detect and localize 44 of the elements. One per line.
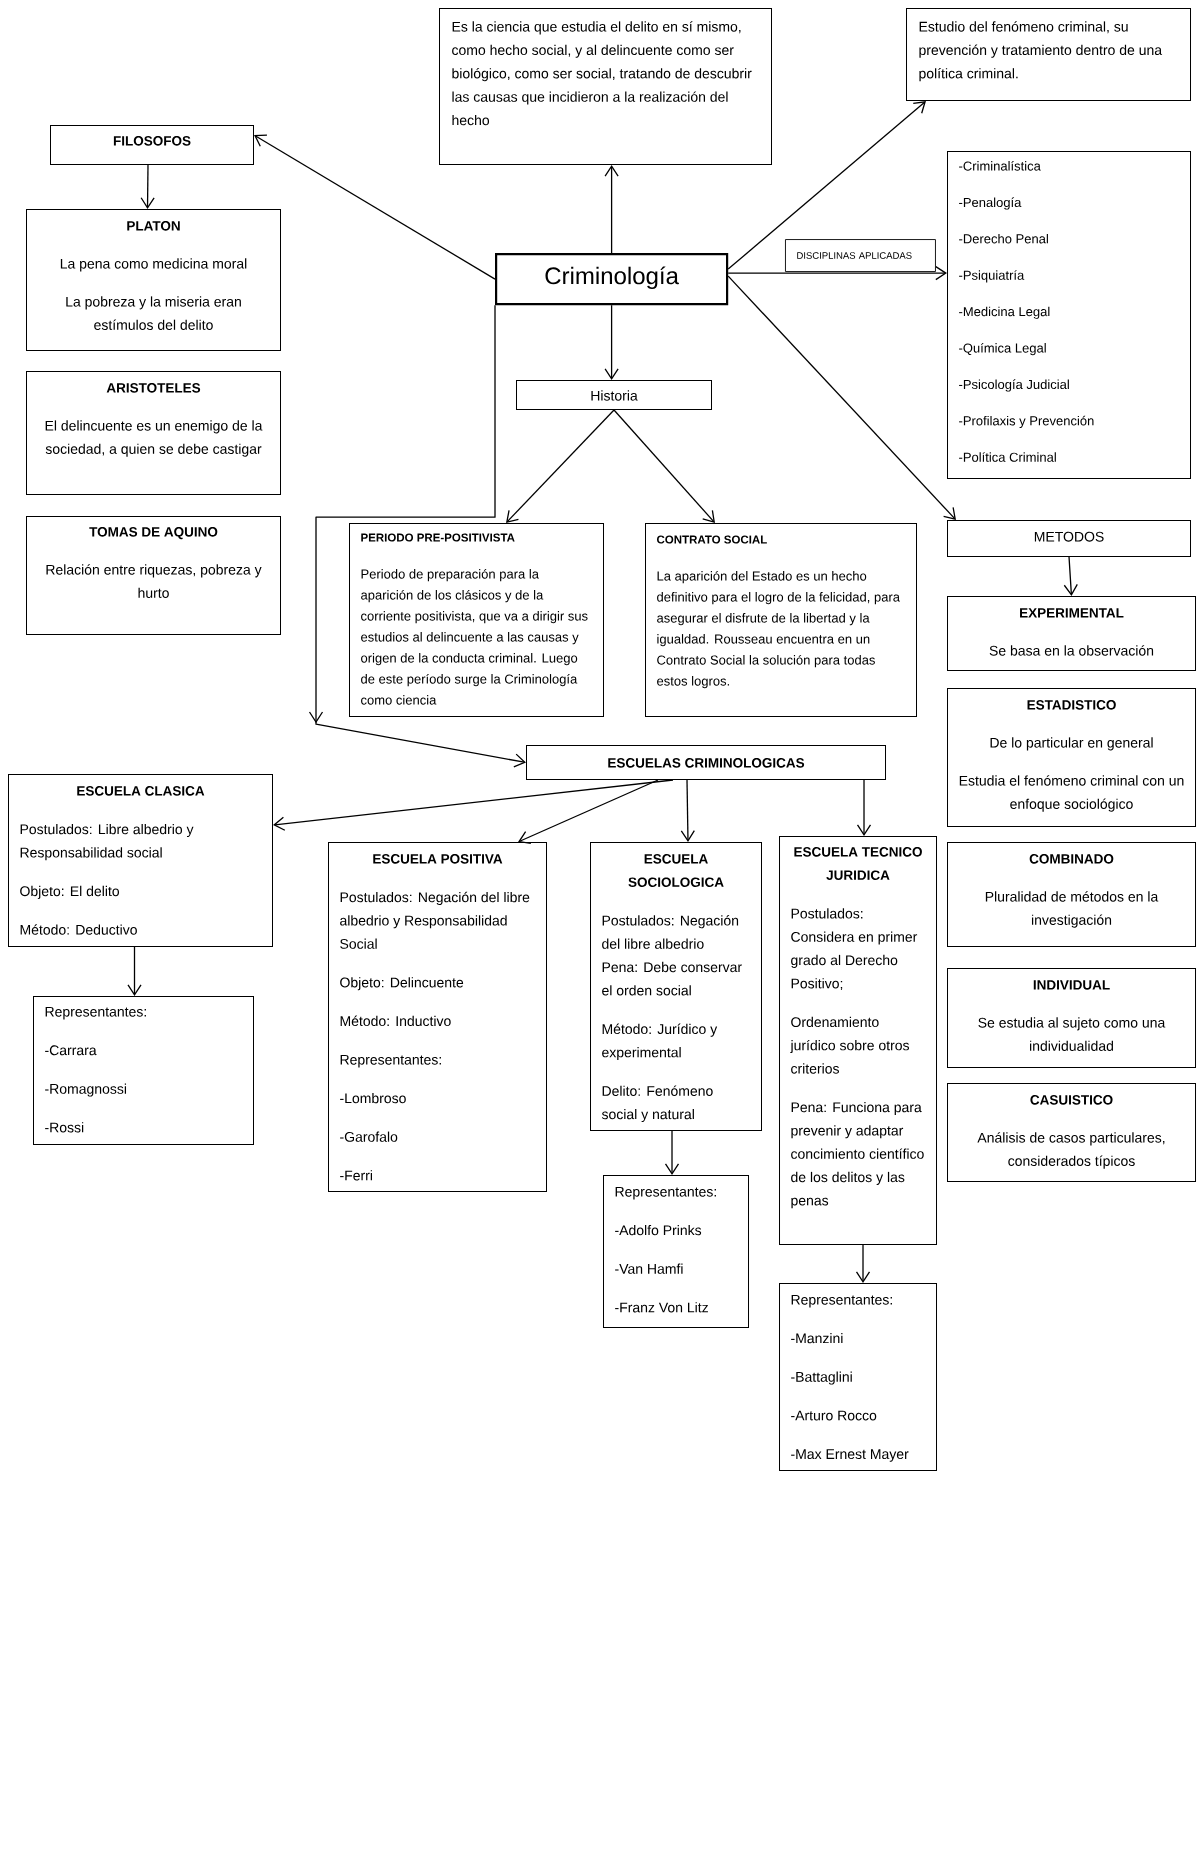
arrow bbox=[604, 165, 619, 254]
text-box: Representantes: -Adolfo Prinks -Van Hamfi -Franz Von Litz bbox=[603, 1175, 749, 1328]
text-box: CASUISTICO Análisis de casos particulares, considerados típicos bbox=[947, 1083, 1196, 1182]
list-box: -Criminalística -Penalogía -Derecho Penal -Psiquiatría -Medicina Legal -Química Legal -Psicología Judicial -Profilaxis y Prevención -Política Criminal bbox=[947, 151, 1191, 479]
arrow bbox=[664, 1130, 680, 1175]
text-box: Es la ciencia que estudia el delito en sí mismo, como hecho social, y al delincuente como ser biológico, como ser social, tratando de descubrir las causas que incidieron a la realización del hecho bbox=[439, 8, 772, 165]
heading-box: Historia bbox=[516, 380, 712, 410]
edge-label: DISCIPLINAS APLICADAS bbox=[785, 239, 936, 272]
arrow bbox=[273, 779, 674, 831]
arrow bbox=[518, 779, 659, 845]
arrow bbox=[604, 304, 619, 380]
arrow bbox=[727, 265, 947, 281]
text-box: ESCUELA CLASICA Postulados: Libre albedrio y Responsabilidad social Objeto: El delito Método: Deductivo bbox=[8, 774, 273, 947]
text-box: EXPERIMENTAL Se basa en la observación bbox=[947, 596, 1196, 671]
arrow bbox=[127, 946, 142, 996]
text-box: ESCUELA TECNICO JURIDICA Postulados: Considera en primer grado al Derecho Positivo; Ordenamiento jurídico sobre otros criterios Pena: Funciona para prevenir y adaptar concimiento científico de los delitos y las penas bbox=[779, 836, 937, 1245]
text-box: ESCUELA SOCIOLOGICA Postulados: Negación del libre albedrio Pena: Debe conservar el orden social Método: Jurídico y experimental Delito: Fenómeno social y natural bbox=[590, 842, 762, 1131]
arrow bbox=[856, 779, 872, 836]
text-box: Estudio del fenómeno criminal, su prevención y tratamiento dentro de una política criminal. bbox=[906, 8, 1191, 101]
arrow bbox=[680, 779, 695, 842]
text-box: Representantes: -Carrara -Romagnossi -Rossi bbox=[33, 996, 254, 1145]
arrow bbox=[727, 275, 956, 520]
arrow bbox=[613, 409, 715, 523]
text-box: TOMAS DE AQUINO Relación entre riquezas, pobreza y hurto bbox=[26, 516, 281, 635]
arrow bbox=[140, 164, 155, 209]
text-box: CONTRATO SOCIAL La aparición del Estado es un hecho definitivo para el logro de la felicidad, para asegurar el disfrute de la libertad y la igualdad. Rousseau encuentra en un Contrato Social la solución para todas estos logros. bbox=[645, 523, 917, 717]
arrow bbox=[308, 304, 526, 768]
arrow bbox=[506, 409, 615, 523]
text-box: ARISTOTELES El delincuente es un enemigo de la sociedad, a quien se debe castigar bbox=[26, 371, 281, 495]
text-box: PLATON La pena como medicina moral La pobreza y la miseria eran estímulos del delito bbox=[26, 209, 281, 351]
arrow bbox=[254, 134, 496, 280]
heading-box: FILOSOFOS bbox=[50, 125, 254, 165]
text-box: ESTADISTICO De lo particular en general Estudia el fenómeno criminal con un enfoque sociológico bbox=[947, 688, 1196, 827]
arrow bbox=[855, 1244, 871, 1283]
text-box: COMBINADO Pluralidad de métodos en la investigación bbox=[947, 842, 1196, 947]
text-box: PERIODO PRE-POSITIVISTA Periodo de preparación para la aparición de los clásicos y de la corriente positivista, que va a dirigir sus estudios al delincuente a las causas y origen de la conducta criminal. Luego de este período surge la Criminología como ciencia bbox=[349, 523, 604, 717]
arrow bbox=[1063, 556, 1078, 596]
heading-box: METODOS bbox=[947, 520, 1191, 557]
text-box: ESCUELA POSITIVA Postulados: Negación del libre albedrio y Responsabilidad Social Objeto: Delincuente Método: Inductivo Representantes: -Lombroso -Garofalo -Ferri bbox=[328, 842, 547, 1192]
text-box: Representantes: -Manzini -Battaglini -Arturo Rocco -Max Ernest Mayer bbox=[779, 1283, 937, 1471]
text-box: INDIVIDUAL Se estudia al sujeto como una individualidad bbox=[947, 968, 1196, 1068]
title-box: Criminología bbox=[495, 253, 729, 306]
arrow bbox=[727, 101, 926, 270]
heading-box: ESCUELAS CRIMINOLOGICAS bbox=[526, 745, 886, 780]
